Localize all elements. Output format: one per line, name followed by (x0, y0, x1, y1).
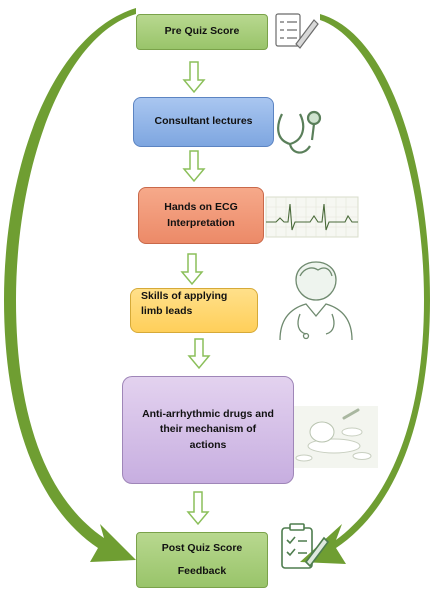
ecg-interpretation-box: Hands on ECG Interpretation (138, 187, 264, 244)
down-arrow (187, 338, 211, 370)
skills-label-line1: Skills of applying (141, 290, 228, 302)
anti-arrhythmic-drugs-box: Anti-arrhythmic drugs and their mechanis… (122, 376, 294, 484)
stethoscope-icon (277, 110, 322, 154)
down-arrow (186, 491, 210, 526)
pills-icon (294, 406, 378, 468)
pre-quiz-score-label: Pre Quiz Score (164, 25, 240, 38)
post-quiz-feedback-box: Post Quiz Score Feedback (136, 532, 268, 588)
ecg-strip-icon (265, 196, 359, 238)
checklist-icon (275, 13, 319, 49)
anti-label-line2: their mechanism of (159, 423, 257, 436)
skills-label-line2: limb leads (141, 305, 193, 318)
ecg-label-line1: Hands on ECG (164, 201, 238, 214)
down-arrow (180, 253, 204, 286)
left-loop-arrow (4, 8, 136, 562)
post-quiz-score-label: Post Quiz Score (161, 541, 243, 554)
clipboard-icon (281, 523, 330, 569)
anti-label-line3: actions (189, 438, 227, 451)
limb-leads-skills-box: Skills of applying limb leads (130, 288, 258, 333)
anti-label-line1: Anti-arrhythmic drugs and (142, 408, 274, 421)
down-arrow (182, 61, 206, 94)
pre-quiz-score-box: Pre Quiz Score (136, 14, 268, 50)
ecg-label-line2: Interpretation (167, 216, 235, 229)
doctor-icon (279, 261, 353, 341)
consultant-lectures-box: Consultant lectures (133, 97, 274, 147)
consultant-lectures-label: Consultant lectures (154, 115, 253, 128)
down-arrow (182, 150, 206, 183)
feedback-label: Feedback (177, 565, 227, 577)
